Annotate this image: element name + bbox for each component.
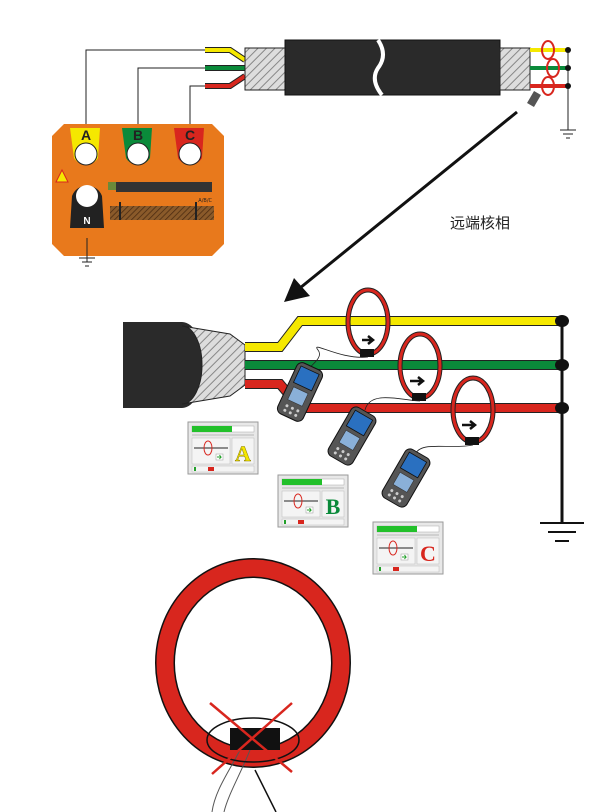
panel-phase-label: C xyxy=(420,541,436,566)
handheld-meter-c xyxy=(379,446,433,510)
screen-panel-b: B xyxy=(277,474,349,528)
clamp-coil-b xyxy=(397,331,443,401)
screen-panel-a: A xyxy=(187,421,259,475)
panel-phase-label: B xyxy=(326,494,341,519)
phase-detector-device: A B C N A/B/C xyxy=(52,124,224,267)
terminal-b-label: B xyxy=(133,127,143,143)
ground-icon xyxy=(540,522,584,542)
terminal-a-label: A xyxy=(81,127,91,143)
arrow-right-icon xyxy=(462,420,478,430)
ground-icon xyxy=(560,129,576,139)
ground-icon xyxy=(79,238,95,267)
arrow-right-icon xyxy=(362,335,376,345)
clamp-coil-c xyxy=(450,375,496,445)
panel-phase-label: A xyxy=(235,441,251,466)
warning-icon xyxy=(55,168,69,183)
incorrect-x-icon xyxy=(209,702,293,775)
large-clamp-coil xyxy=(155,558,351,812)
wire-c-lead xyxy=(189,85,205,140)
screen-panel-c: C xyxy=(372,521,444,575)
top-cable xyxy=(85,38,576,140)
handheld-meter-b xyxy=(325,404,379,468)
terminal-n-label: N xyxy=(83,216,90,227)
wire-a-lead xyxy=(85,49,205,140)
clamp-coil-a xyxy=(345,287,391,357)
arrow-right-icon xyxy=(410,376,426,386)
remote-phasing-caption: 远端核相 xyxy=(450,214,510,232)
wire-b-lead xyxy=(137,67,205,140)
terminal-c-label: C xyxy=(185,127,195,143)
device-sublabel: A/B/C xyxy=(198,198,212,204)
direction-arrow xyxy=(284,110,518,302)
